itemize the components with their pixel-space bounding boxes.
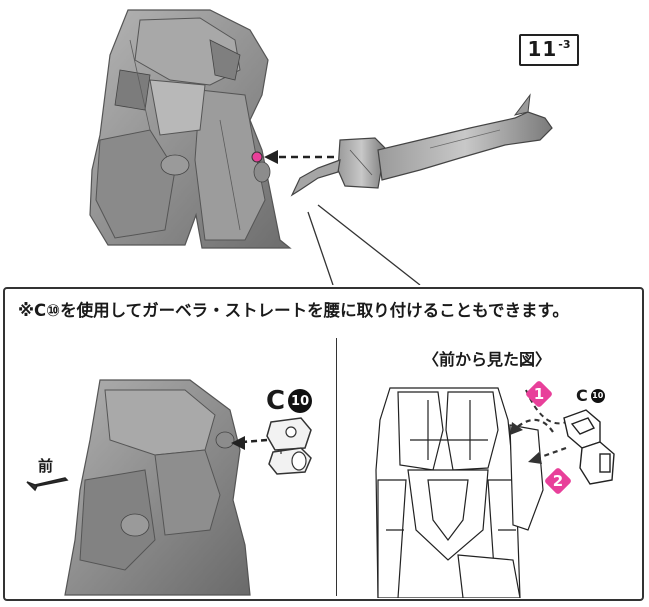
step-1-curved-arrow-icon [510, 418, 554, 435]
part-sub-number: -3 [558, 38, 571, 51]
part-number-badge: 10 [288, 389, 313, 413]
step-2-number: 2 [552, 472, 564, 490]
left-inset-illustration [26, 379, 312, 596]
part-letter: C [266, 386, 286, 416]
front-direction-label: 前 [38, 457, 54, 475]
optional-attachment-note: ※C⑩を使用してガーベラ・ストレートを腰に取り付けることもできます。 [18, 301, 569, 320]
top-assembly-illustration [89, 9, 553, 285]
step-2-badge: 2 [543, 466, 573, 496]
part-number-tag: 11-3 [519, 34, 579, 66]
front-view-title: 〈前から見た図〉 [423, 350, 552, 369]
pink-attachment-point-icon [251, 151, 263, 163]
part-letter: C [576, 386, 588, 405]
front-direction-arrow-icon [26, 477, 69, 492]
dashed-arrow-icon [231, 436, 268, 450]
part-number: 11 [527, 37, 558, 61]
step-2-dashed-arrow-icon [528, 446, 567, 464]
robot-waist-model [89, 9, 292, 249]
step-1-badge: 1 [524, 379, 554, 409]
step-1-number: 1 [533, 385, 545, 403]
robot-front-line-art [375, 387, 544, 598]
connection-peg-icon [266, 417, 312, 475]
dashed-arrow-icon [264, 150, 334, 164]
part-number-badge: 10 [590, 388, 605, 403]
gerbera-straight-sword [290, 93, 553, 197]
connection-peg-icon [563, 409, 615, 485]
robot-waist-side-model [64, 379, 251, 596]
panel-divider [336, 338, 337, 596]
front-view-line-drawing [375, 387, 615, 598]
